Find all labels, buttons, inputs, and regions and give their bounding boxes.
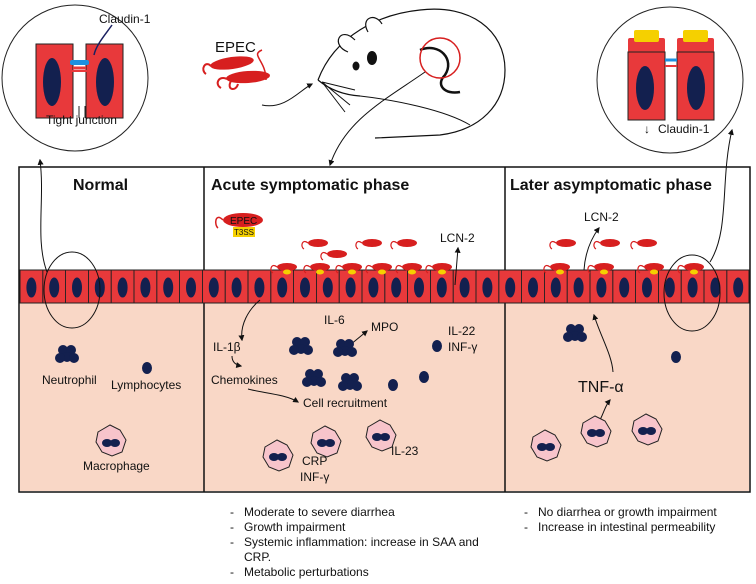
macrophage-label: Macrophage — [83, 459, 150, 473]
mpo-label: MPO — [371, 320, 398, 334]
panel-title-normal: Normal — [73, 177, 128, 194]
adherent-epec-bacteria — [270, 239, 452, 275]
neutrophil-cell — [55, 345, 79, 363]
epec-bacterium — [425, 263, 452, 275]
outcome-item: Growth impairment — [230, 520, 495, 535]
il22-label: IL-22 — [448, 324, 476, 338]
acute-panel-content: EPEC T3SS LCN-2 IL-6 MPO IL-22 INF-γ IL-… — [211, 213, 477, 484]
epec-bacterium — [270, 263, 297, 275]
epec-bacterium — [630, 239, 657, 250]
il6-label: IL-6 — [324, 313, 345, 327]
claudin-1-marker — [70, 60, 89, 65]
acute-macrophages — [262, 419, 397, 472]
crp-label: CRP — [302, 454, 327, 468]
neutrophil-label: Neutrophil — [42, 373, 97, 387]
epec-bacterium — [637, 263, 664, 275]
epec-to-mouse-arrow — [261, 83, 314, 107]
mouse-illustration — [317, 8, 506, 139]
later-panel-content: LCN-2 TNF-α — [530, 128, 734, 462]
epec-label: EPEC — [215, 39, 256, 56]
epec-bacteria-group: EPEC — [202, 39, 270, 90]
epec-bacterium — [390, 239, 417, 250]
tight-junction-label: Tight junction — [46, 113, 117, 127]
claudin-decrease-arrow: ↓ — [644, 122, 650, 136]
mouse-to-acute-arrow — [328, 71, 426, 167]
epec-bacterium — [320, 250, 347, 261]
outcome-item: Increase in intestinal permeability — [524, 520, 749, 535]
cell-recruitment-label: Cell recruitment — [303, 396, 388, 410]
epec-bacterium — [395, 263, 422, 275]
panel-title-later: Later asymptomatic phase — [510, 177, 712, 194]
acute-outcomes-list: Moderate to severe diarrhea Growth impai… — [230, 505, 495, 580]
claudin-1-label: Claudin-1 — [99, 12, 151, 26]
lcn2-label-acute: LCN-2 — [440, 231, 475, 245]
lymphocyte-cell — [142, 362, 152, 374]
panel-title-acute: Acute symptomatic phase — [211, 177, 409, 194]
infg-label-1: INF-γ — [448, 340, 477, 354]
epec-bacterium — [677, 263, 704, 275]
epithelial-cell — [726, 269, 750, 304]
macrophage-cell — [95, 424, 127, 457]
outcome-item: No diarrhea or growth impairment — [524, 505, 749, 520]
later-immune-cells — [563, 324, 681, 363]
epec-bacterium — [355, 239, 382, 250]
epec-bacterium — [587, 263, 614, 275]
lymphocytes-label: Lymphocytes — [111, 378, 181, 392]
epec-bacterium — [301, 239, 328, 250]
il23-label: IL-23 — [391, 444, 419, 458]
outcome-item: Metabolic perturbations — [230, 565, 495, 580]
epithelial-cell-layer — [19, 269, 750, 304]
claudin-1-label-right: Claudin-1 — [658, 122, 710, 136]
epec-bacterium — [335, 263, 362, 275]
tight-junction-zoom-circle: Claudin-1 Tight junction — [1, 4, 151, 152]
il1b-label: IL-1β — [213, 340, 241, 354]
epec-bacterium — [593, 239, 620, 250]
epec-badge: EPEC T3SS — [214, 213, 263, 237]
normal-panel-content: Neutrophil Lymphocytes Macrophage — [37, 158, 181, 473]
later-outcomes-list: No diarrhea or growth impairment Increas… — [524, 505, 749, 535]
lamina-propria-tissue — [20, 303, 749, 491]
svg-text:EPEC: EPEC — [230, 216, 257, 227]
infg-label-2: INF-γ — [300, 470, 329, 484]
later-epec-bacteria — [543, 239, 704, 275]
lcn2-label-later: LCN-2 — [584, 210, 619, 224]
tnf-alpha-label: TNF-α — [578, 379, 624, 396]
epec-bacterium — [303, 263, 330, 275]
epec-bacterium — [365, 263, 392, 275]
later-macrophages — [530, 413, 663, 462]
outcome-item: Moderate to severe diarrhea — [230, 505, 495, 520]
disrupted-junction-zoom-circle: ↓ Claudin-1 — [596, 6, 744, 154]
chemokines-label: Chemokines — [211, 373, 278, 387]
intestine-panels — [18, 166, 751, 493]
epec-bacterium — [543, 263, 570, 275]
epec-bacterium — [549, 239, 576, 250]
outcome-item: Systemic inflammation: increase in SAA a… — [230, 535, 495, 565]
acute-neutrophils — [289, 337, 442, 391]
svg-text:T3SS: T3SS — [234, 228, 254, 237]
